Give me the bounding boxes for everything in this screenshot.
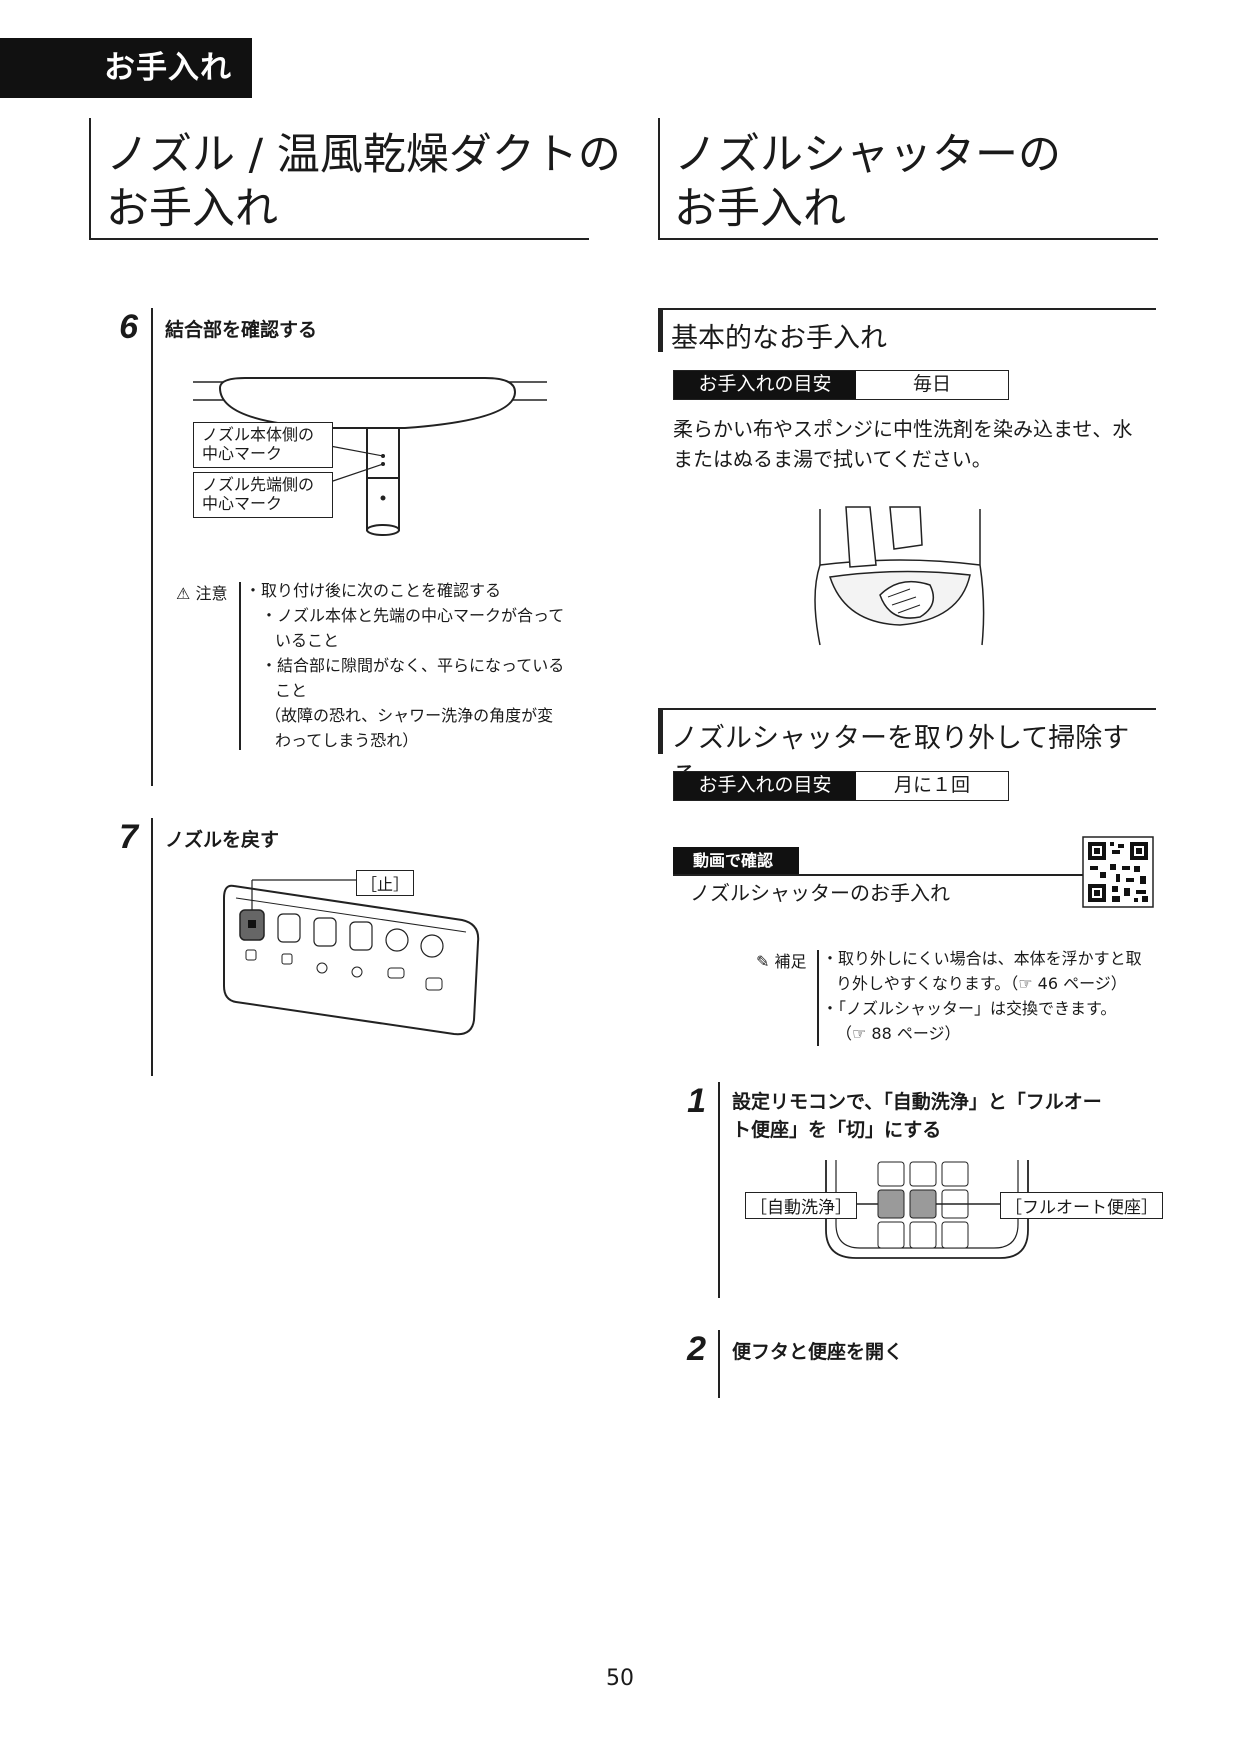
removal-step-1-title: 設定リモコンで、「自動洗浄」と「フルオー ト便座」を「切」にする (732, 1088, 1102, 1144)
step1-title-line1: 設定リモコンで、「自動洗浄」と「フルオー (732, 1091, 1102, 1113)
caution-line: ・ノズル本体と先端の中心マークが合って (261, 606, 565, 625)
supplement-line: り外しやすくなります。（☞ 46 ページ） (836, 974, 1127, 993)
removal-step-1-number: 1 (687, 1082, 706, 1120)
supplement-label: ✎ 補足 (756, 948, 807, 972)
step-7-number: 7 (119, 818, 138, 856)
supplement-bar (817, 950, 819, 1046)
removal-guide: お手入れの目安 月に１回 (673, 771, 1009, 801)
supplement-line: ・「ノズルシャッター」は交換できます。 (822, 999, 1117, 1018)
right-page-title: ノズルシャッターの お手入れ (674, 128, 1061, 236)
right-title-frame (658, 118, 1158, 240)
caution-line: （故障の恐れ、シャワー洗浄の角度が変 (265, 706, 554, 725)
step-7-title: ノズルを戻す (165, 829, 280, 851)
step1-title-line2: ト便座」を「切」にする (732, 1119, 942, 1141)
removal-step-2-line (718, 1330, 720, 1398)
caution-label: ⚠ 注意 (176, 580, 227, 604)
removal-step-2-number: 2 (687, 1330, 706, 1368)
auto-flush-label: ［自動洗浄］ (745, 1192, 857, 1219)
basic-care-text-line1: 柔らかい布やスポンジに中性洗剤を染み込ませ、水 (673, 417, 1133, 441)
caution-line: いること (275, 631, 340, 650)
step-6-line (151, 308, 153, 786)
guide-label: お手入れの目安 (674, 371, 856, 399)
warning-triangle-icon: ⚠ (176, 584, 191, 603)
removal-step-2-title: 便フタと便座を開く (732, 1341, 904, 1363)
left-title-line1: ノズル / 温風乾燥ダクトの (106, 130, 621, 180)
remote-control-diagram (825, 1160, 1029, 1259)
supplement-line: （☞ 88 ページ） (836, 1024, 961, 1043)
qr-code-icon[interactable] (1082, 836, 1154, 908)
step-6-title: 結合部を確認する (165, 319, 318, 341)
left-title-frame (89, 118, 589, 240)
removal-step-1-line (718, 1082, 720, 1298)
callout-nozzle-body-mark: ノズル本体側の 中心マーク (193, 422, 333, 468)
pencil-icon: ✎ (756, 952, 770, 971)
control-panel-diagram (223, 879, 480, 1036)
removal-heading: ノズルシャッターを取り外して掃除する (658, 708, 1156, 793)
supplement-label-text: 補足 (774, 952, 807, 971)
video-badge: 動画で確認 (673, 847, 799, 875)
basic-care-guide: お手入れの目安 毎日 (673, 370, 1009, 400)
supplement-line: ・取り外しにくい場合は、本体を浮かすと取 (822, 949, 1142, 968)
section-tab: お手入れ (0, 38, 252, 98)
basic-care-heading: 基本的なお手入れ (658, 308, 1156, 354)
callout1-line2: 中心マーク (202, 444, 283, 463)
callout1-line1: ノズル本体側の (202, 425, 315, 444)
caution-text: ・取り付け後に次のことを確認する ・ノズル本体と先端の中心マークが合って いるこ… (245, 578, 575, 753)
caution-line: ・取り付け後に次のことを確認する (245, 581, 502, 600)
basic-care-text: 柔らかい布やスポンジに中性洗剤を染み込ませ、水 またはぬるま湯で拭いてください。 (673, 414, 1163, 474)
callout2-line1: ノズル先端側の (202, 475, 315, 494)
left-page-title: ノズル / 温風乾燥ダクトの お手入れ (106, 128, 621, 236)
callout-nozzle-tip-mark: ノズル先端側の 中心マーク (193, 472, 333, 518)
caution-line: わってしまう恐れ） (275, 731, 419, 750)
step-6-number: 6 (119, 308, 138, 346)
basic-care-text-line2: またはぬるま湯で拭いてください。 (673, 447, 992, 471)
caution-line: ・結合部に隙間がなく、平らになっている (261, 656, 565, 675)
toilet-wiping-illustration (814, 506, 985, 646)
stop-button-label: ［止］ (356, 870, 415, 896)
supplement-text: ・取り外しにくい場合は、本体を浮かすと取 り外しやすくなります。（☞ 46 ペー… (822, 946, 1162, 1046)
page-number: 50 (606, 1666, 634, 1691)
guide-value: 毎日 (912, 373, 951, 395)
nozzle-diagram (193, 377, 547, 536)
guide-value: 月に１回 (893, 774, 970, 796)
video-underline (673, 874, 1083, 876)
guide-label: お手入れの目安 (674, 772, 856, 800)
right-title-line2: お手入れ (674, 184, 846, 234)
caution-line: こと (275, 681, 308, 700)
caution-bar (239, 582, 241, 750)
callout2-line2: 中心マーク (202, 494, 283, 513)
video-title[interactable]: ノズルシャッターのお手入れ (690, 881, 950, 905)
step-7-line (151, 818, 153, 1076)
caution-label-text: 注意 (195, 584, 228, 603)
full-auto-seat-label: ［フルオート便座］ (1000, 1192, 1163, 1219)
left-title-line2: お手入れ (106, 184, 278, 234)
right-title-line1: ノズルシャッターの (674, 130, 1061, 180)
